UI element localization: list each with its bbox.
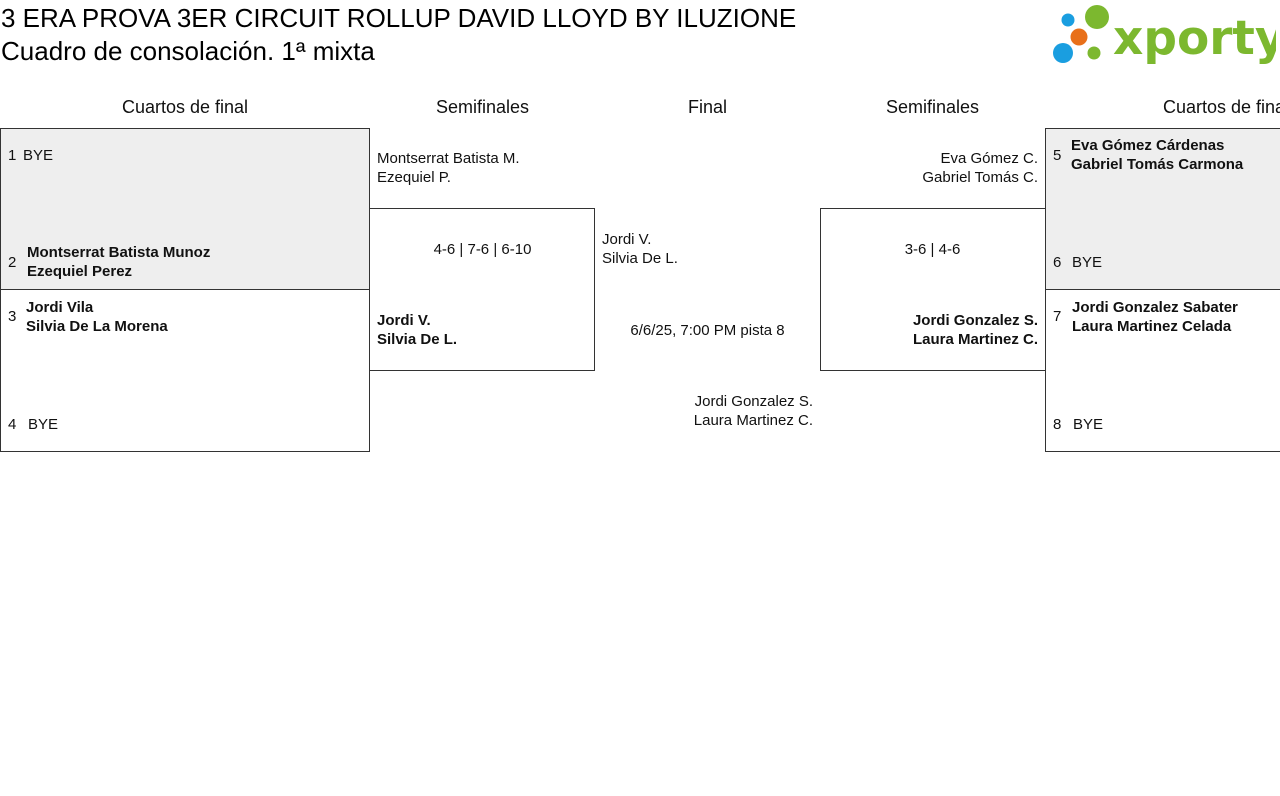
seed-number: 7: [1053, 308, 1062, 325]
logo-dot-orange: [1070, 28, 1088, 46]
seed-number: 4: [8, 416, 17, 433]
team-name-line2: Laura Martinez C.: [912, 331, 1038, 348]
round-header-right-quarterfinals-label: Cuartos de final: [1163, 97, 1280, 117]
round-header-final: Final: [687, 97, 727, 117]
team-name-line1: BYE: [23, 147, 54, 164]
seed-number: 8: [1053, 416, 1062, 433]
team-name-line2: Gabriel Tomás Carmona: [1071, 156, 1244, 173]
team-name-line2: Laura Martinez C.: [693, 412, 813, 429]
team-name-line2: Gabriel Tomás C.: [922, 169, 1038, 186]
match-score: 3-6 | 4-6: [904, 241, 961, 258]
team-name-line1: BYE: [28, 416, 59, 433]
team-name-line1: Eva Gómez Cárdenas: [1071, 137, 1225, 154]
logo-dot-green-large: [1085, 5, 1109, 29]
match-schedule: 6/6/25, 7:00 PM pista 8: [630, 322, 785, 339]
seed-number: 5: [1053, 147, 1062, 164]
match-score: 4-6 | 7-6 | 6-10: [433, 241, 532, 258]
xporty-logo-icon: xporty: [1053, 5, 1276, 66]
logo-wordmark: xporty: [1113, 11, 1276, 66]
right-qf-match-1[interactable]: [1045, 128, 1280, 290]
left-sf-match[interactable]: [369, 208, 595, 371]
round-header-left-quarterfinals: Cuartos de final: [121, 97, 249, 117]
seed-number: 1: [8, 147, 17, 164]
round-header-right-quarterfinals: Cuartos de final: [1045, 95, 1280, 119]
team-name-line1: Jordi Vila: [26, 299, 94, 316]
team-name-line2: Silvia De L.: [602, 250, 678, 267]
team-name-line1: Jordi Gonzalez S.: [694, 393, 813, 410]
team-name-line2: Laura Martinez Celada: [1072, 318, 1232, 335]
team-name-line2: Ezequiel Perez: [27, 263, 133, 280]
page-title: 3 ERA PROVA 3ER CIRCUIT ROLLUP DAVID LLO…: [1, 3, 797, 33]
seed-number: 2: [8, 254, 17, 271]
round-header-right-semifinals: Semifinales: [885, 97, 980, 117]
page-subtitle: Cuadro de consolación. 1ª mixta: [1, 36, 375, 66]
round-header-left-semifinals: Semifinales: [435, 97, 530, 117]
team-name-line1: BYE: [1072, 254, 1103, 271]
logo-dot-blue-large: [1053, 43, 1073, 63]
team-name-line1: Jordi V.: [602, 231, 652, 248]
xporty-logo[interactable]: xporty: [1050, 4, 1276, 68]
team-name-line1: Jordi Gonzalez S.: [912, 312, 1038, 329]
team-name-line1: Jordi V.: [377, 312, 431, 329]
seed-number: 6: [1053, 254, 1062, 271]
team-name-line1: Montserrat Batista Munoz: [27, 244, 211, 261]
team-name-line1: Montserrat Batista M.: [377, 150, 520, 167]
right-qf-match-2[interactable]: [1045, 289, 1280, 452]
team-name-line2: Silvia De La Morena: [26, 318, 168, 335]
logo-dot-green-small: [1087, 46, 1101, 60]
logo-dot-blue-small: [1061, 13, 1075, 27]
team-name-line1: BYE: [1073, 416, 1104, 433]
left-qf-match-1[interactable]: [0, 128, 370, 290]
team-name-line2: Ezequiel P.: [377, 169, 451, 186]
team-name-line1: Eva Gómez C.: [940, 150, 1038, 167]
team-name-line1: Jordi Gonzalez Sabater: [1072, 299, 1238, 316]
seed-number: 3: [8, 308, 17, 325]
team-name-line2: Silvia De L.: [377, 331, 458, 348]
